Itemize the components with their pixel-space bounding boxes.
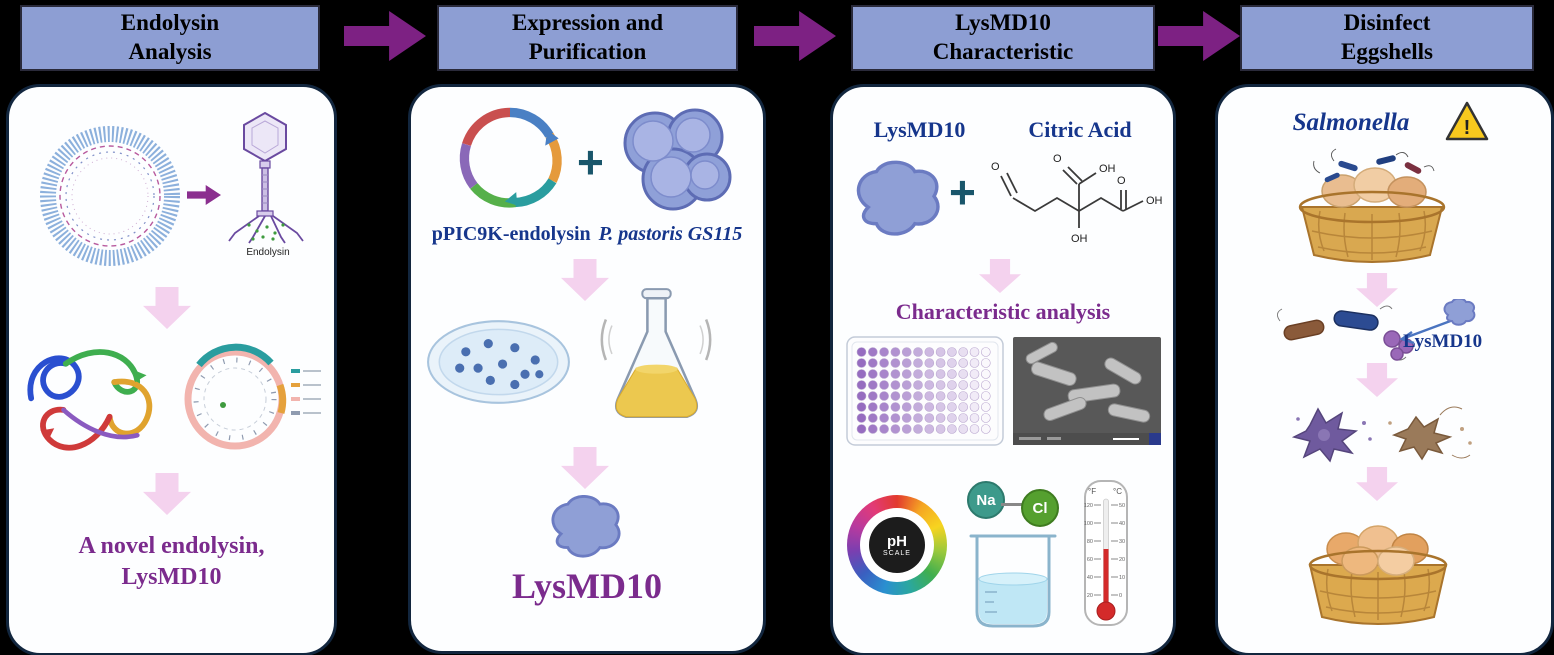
shaking-flask-icon	[600, 288, 712, 418]
fahrenheit-unit: °F	[1088, 487, 1096, 496]
c-tick: 40	[1119, 521, 1125, 527]
step-header-endolysin-analysis: Endolysin Analysis	[20, 5, 320, 71]
microplate-icon	[846, 336, 1004, 446]
clean-eggs-basket-icon	[1308, 525, 1448, 625]
bacteria-on-eggs	[1313, 148, 1435, 183]
atom-o: O	[1053, 153, 1062, 165]
down-arrow-icon	[143, 287, 191, 329]
atom-oh: OH	[1071, 233, 1088, 245]
analysis-label: Characteristic analysis	[895, 299, 1111, 324]
warning-mark: !	[1464, 117, 1471, 139]
f-tick: 80	[1087, 539, 1093, 545]
step-header-lysmd10-characteristic: LysMD10 Characteristic	[851, 5, 1155, 71]
protein-name-label: LysMD10	[873, 117, 966, 142]
c-tick: 20	[1119, 557, 1125, 563]
panel2-labels: pPIC9K-endolysin P. pastoris GS115	[411, 223, 763, 246]
bacteriophage-icon	[228, 111, 304, 244]
atom-oh: OH	[1099, 163, 1116, 175]
citric-acid-structure-icon: O O OH OH O OH	[991, 153, 1163, 245]
c-tick: 30	[1119, 539, 1125, 545]
f-tick: 20	[1087, 593, 1093, 599]
panel1-result-text: A novel endolysin, LysMD10	[78, 533, 265, 591]
pathogen-label: Salmonella	[1292, 109, 1410, 136]
phage-label: Endolysin	[246, 247, 290, 258]
nacl-test-group: Na Cl	[961, 479, 1071, 637]
atom-oh: OH	[1146, 195, 1163, 207]
f-tick: 60	[1087, 557, 1093, 563]
thermometer-icon: °F °C 120 100 80 60 40 20 50 40 30 20 10…	[1084, 480, 1128, 626]
flow-arrow-icon	[754, 11, 836, 61]
celsius-unit: °C	[1113, 487, 1122, 496]
down-arrow-icon	[143, 473, 191, 515]
f-tick: 100	[1084, 521, 1093, 527]
phage-genome-map-icon	[40, 126, 180, 266]
f-tick: 40	[1087, 575, 1093, 581]
panel-expression-purification: + pPIC9K-endolysin P. pastoris GS115	[408, 84, 766, 654]
plus-icon: +	[949, 166, 976, 218]
atom-o: O	[991, 161, 1000, 173]
atom-o: O	[1117, 175, 1126, 187]
down-arrow-icon	[979, 259, 1021, 293]
lysis-attack-icon	[1277, 299, 1476, 361]
plasmid-name-label: pPIC9K-endolysin	[431, 223, 591, 245]
enzyme-label: LysMD10	[1403, 331, 1483, 352]
expression-plasmid-icon	[459, 107, 562, 208]
chloride-icon: Cl	[1021, 489, 1059, 527]
acid-name-label: Citric Acid	[1028, 117, 1132, 142]
f-tick: 120	[1084, 503, 1093, 509]
strain-name-label: P. pastoris GS115	[598, 223, 743, 245]
petri-dish-icon	[427, 320, 570, 404]
panel-lysmd10-characteristic: LysMD10 Citric Acid + O O OH OH	[830, 84, 1176, 655]
warning-icon: !	[1445, 101, 1489, 141]
plasmid-map-icon	[184, 343, 321, 450]
sem-bacteria-image	[1013, 337, 1161, 445]
step-header-disinfect-eggshells: Disinfect Eggshells	[1240, 5, 1534, 71]
ph-scale-center: pH SCALE	[869, 517, 925, 573]
flow-arrow-icon	[1158, 11, 1240, 61]
down-arrow-icon	[1356, 363, 1398, 397]
flow-arrow-icon	[344, 11, 426, 61]
lysed-bacteria-icon	[1291, 406, 1472, 463]
plus-icon: +	[577, 136, 604, 188]
plasmid-legend	[291, 369, 321, 415]
down-arrow-icon	[561, 447, 609, 489]
beaker-icon	[969, 534, 1057, 628]
c-tick: 0	[1119, 593, 1122, 599]
bond-line	[1001, 503, 1023, 506]
panel2-product-label: LysMD10	[511, 566, 662, 606]
ph-scale-label: SCALE	[883, 550, 911, 557]
sem-logo-badge	[1149, 433, 1161, 445]
colonies	[455, 339, 544, 390]
endolysin-protein-icon	[551, 495, 621, 558]
ph-label: pH	[887, 533, 907, 550]
panel-disinfect-eggshells: Salmonella !	[1215, 84, 1554, 655]
phage-head	[243, 111, 287, 163]
sodium-icon: Na	[967, 481, 1005, 519]
panel-endolysin-analysis: Endolysin	[6, 84, 337, 655]
ph-scale-icon: pH SCALE	[845, 485, 949, 617]
c-tick: 10	[1119, 575, 1125, 581]
protein-structure-icon	[27, 349, 153, 451]
c-tick: 50	[1119, 503, 1125, 509]
yeast-cells-icon	[623, 108, 732, 211]
contaminated-eggs-basket-icon	[1298, 148, 1446, 263]
phage-tail-fibers	[228, 215, 304, 244]
microplate-wells	[856, 347, 991, 434]
endolysin-particles	[247, 223, 285, 241]
step-header-expression-purification: Expression and Purification	[437, 5, 738, 71]
down-arrow-icon	[1356, 467, 1398, 501]
lysmd10-protein-icon	[856, 160, 940, 236]
